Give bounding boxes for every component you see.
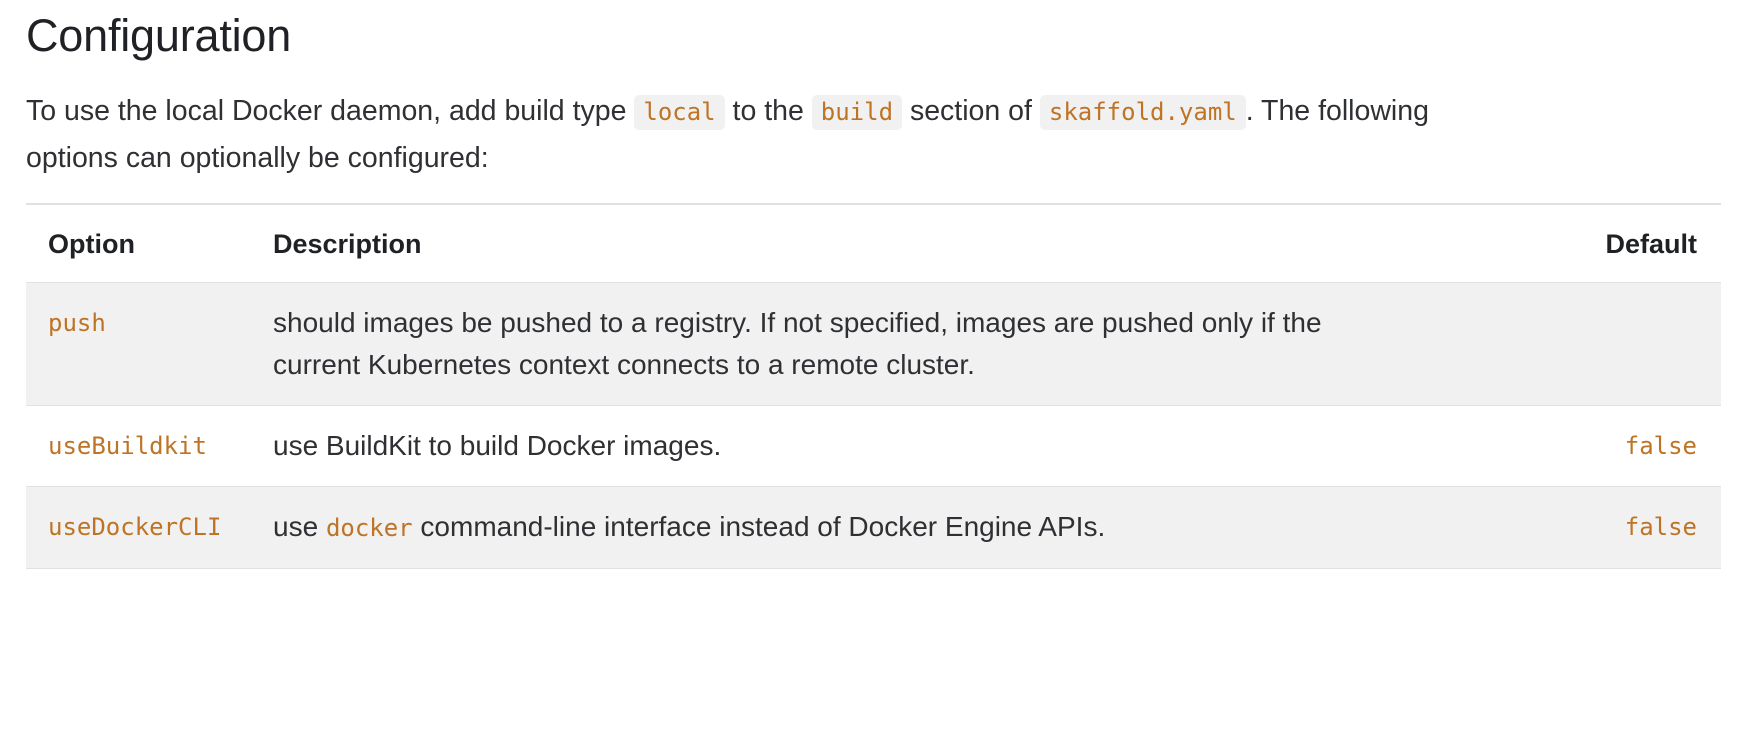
table-header: Option Description Default bbox=[26, 203, 1721, 283]
option-name-usebuildkit: useBuildkit bbox=[26, 405, 251, 487]
table-row: useBuildkit use BuildKit to build Docker… bbox=[26, 405, 1721, 487]
column-header-description: Description bbox=[251, 203, 1426, 283]
desc-text-before: use bbox=[273, 510, 319, 542]
option-default-usebuildkit: false bbox=[1426, 405, 1721, 487]
inline-code-docker: docker bbox=[325, 513, 413, 542]
option-name-push: push bbox=[26, 282, 251, 406]
options-table: Option Description Default push should i… bbox=[26, 202, 1721, 569]
option-description-usebuildkit: use BuildKit to build Docker images. bbox=[251, 405, 1426, 487]
intro-text-part-2: to the bbox=[732, 94, 804, 127]
table-body: push should images be pushed to a regist… bbox=[26, 282, 1721, 569]
table-row: push should images be pushed to a regist… bbox=[26, 282, 1721, 406]
table-row: useDockerCLI use docker command-line int… bbox=[26, 486, 1721, 569]
option-default-push bbox=[1426, 282, 1721, 406]
intro-text-part-4: . The following options can optionally b… bbox=[26, 94, 1429, 174]
column-header-default: Default bbox=[1426, 203, 1721, 283]
option-description-usedockercli: use docker command-line interface instea… bbox=[251, 486, 1426, 569]
inline-code-local: local bbox=[634, 94, 725, 130]
intro-text-part-1: To use the local Docker daemon, add buil… bbox=[26, 94, 627, 127]
option-name-usedockercli: useDockerCLI bbox=[26, 486, 251, 569]
page-title: Configuration bbox=[26, 10, 292, 61]
table-header-row: Option Description Default bbox=[26, 203, 1721, 283]
inline-code-skaffold-yaml: skaffold.yaml bbox=[1039, 94, 1246, 130]
intro-text-part-3: section of bbox=[909, 94, 1032, 127]
option-description-push: should images be pushed to a registry. I… bbox=[251, 282, 1426, 406]
content-container: Configuration To use the local Docker da… bbox=[26, 0, 1726, 569]
intro-paragraph: To use the local Docker daemon, add buil… bbox=[26, 88, 1526, 181]
column-header-option: Option bbox=[26, 203, 251, 283]
desc-text-after: command-line interface instead of Docker… bbox=[420, 510, 1106, 542]
inline-code-build: build bbox=[811, 94, 903, 130]
option-default-usedockercli: false bbox=[1426, 486, 1721, 569]
